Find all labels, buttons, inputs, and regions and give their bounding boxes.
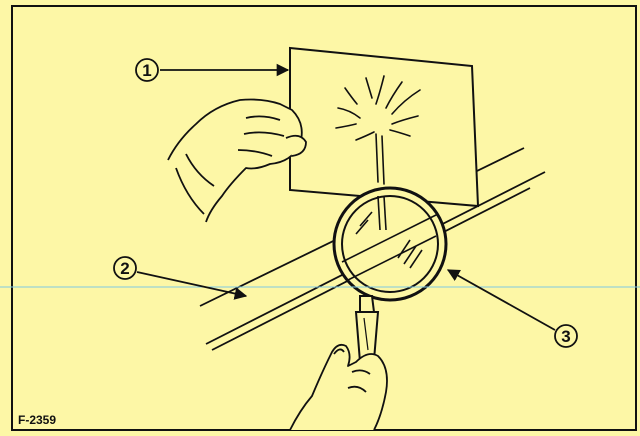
callout-3-number: 3	[561, 327, 570, 346]
left-hand	[167, 98, 307, 223]
right-hand	[289, 343, 388, 431]
callout-3: 3	[446, 269, 578, 348]
callout-3-arrow	[446, 269, 556, 331]
spark-burst	[335, 75, 421, 185]
magnifying-glass	[332, 186, 448, 364]
callout-2-number: 2	[120, 259, 129, 278]
figure-id: F-2359	[18, 413, 56, 427]
callout-1-number: 1	[142, 61, 151, 80]
callout-1: 1	[135, 58, 290, 82]
callout-2: 2	[113, 256, 248, 300]
callout-2-arrow	[136, 271, 248, 300]
